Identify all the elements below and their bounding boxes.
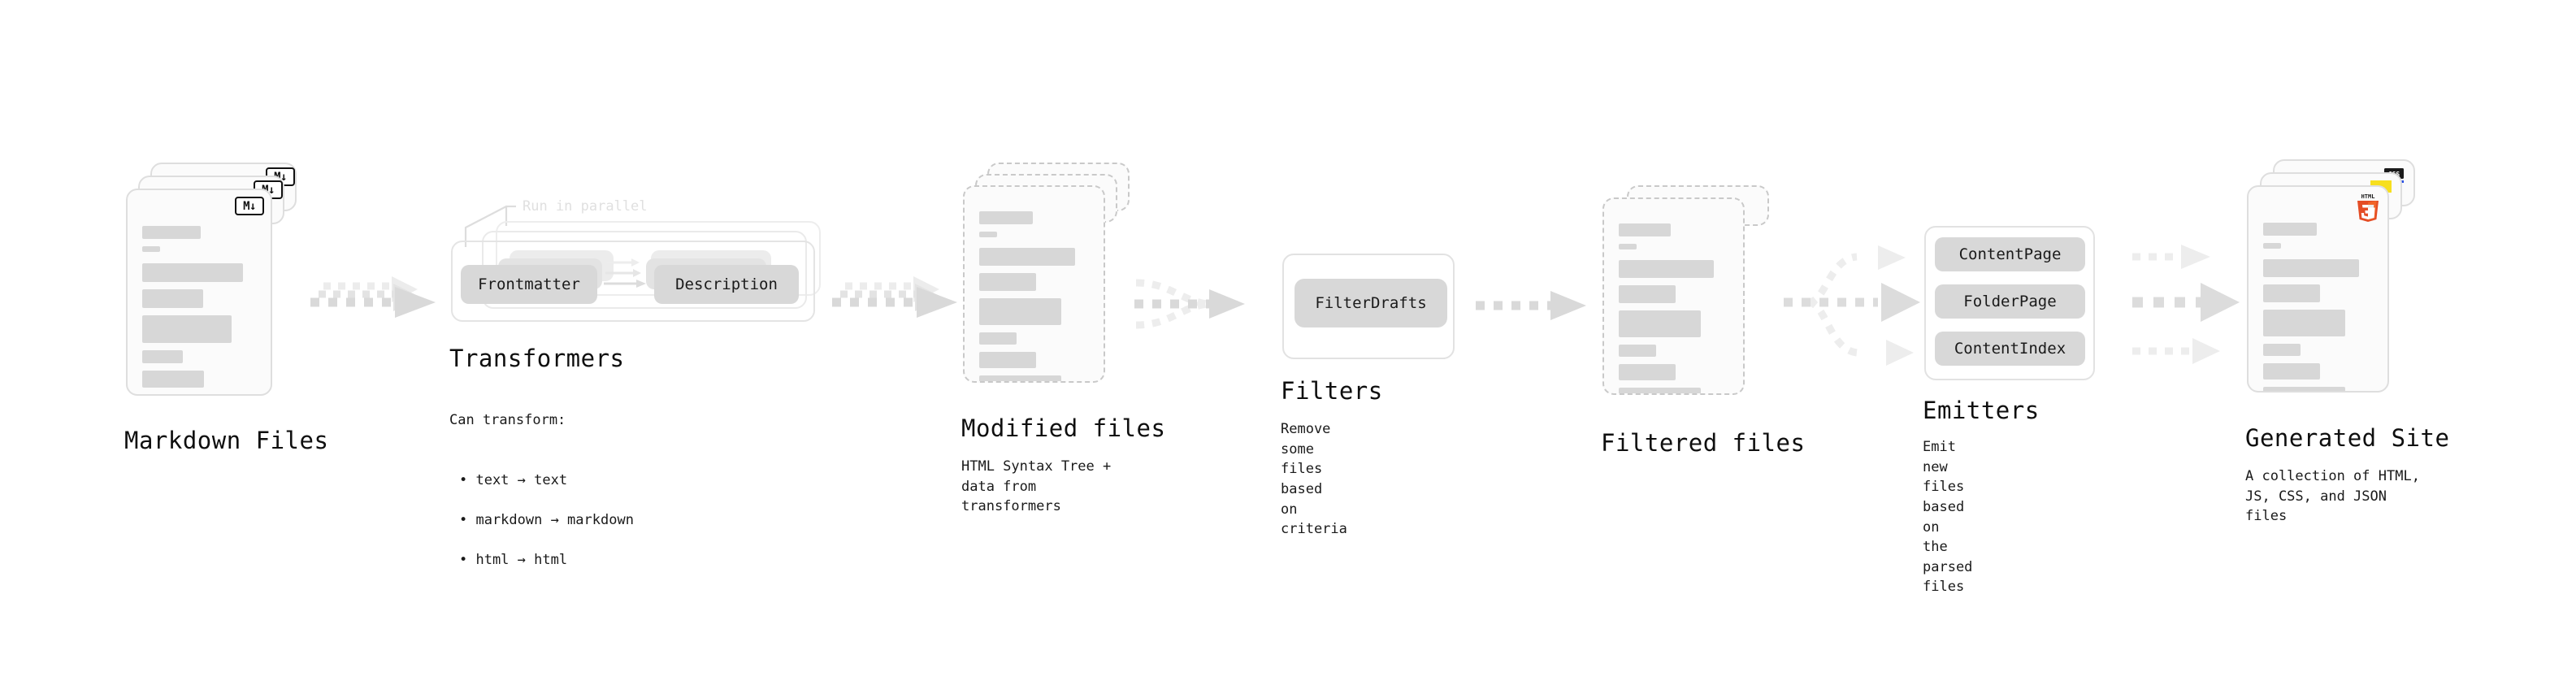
transformer-chip-description-label: Description — [675, 275, 778, 293]
doc-line — [2263, 259, 2359, 277]
doc-line — [2263, 387, 2345, 391]
stage-title-modified-files: Modified files — [961, 414, 1166, 442]
doc-line — [142, 315, 232, 343]
markdown-badge-front-glyph: M↓ — [243, 199, 256, 213]
transformer-inner-arrows-icon — [604, 258, 646, 288]
converging-dashed-arrow-icon — [1134, 279, 1245, 329]
transformers-caption-heading: Can transform: — [449, 411, 566, 428]
emitter-chip-contentpage[interactable]: ContentPage — [1935, 237, 2085, 271]
transformers-group-box — [451, 241, 815, 322]
run-in-parallel-label: Run in parallel — [523, 198, 648, 215]
connector-emitters-to-site — [2129, 229, 2283, 375]
filter-chip-filterdrafts-label: FilterDrafts — [1315, 294, 1427, 312]
modified-card-front — [963, 185, 1105, 383]
markdown-file-stack: M↓ M↓ M↓ — [126, 163, 297, 423]
emitter-chip-folderpage-label: FolderPage — [1963, 293, 2057, 310]
doc-line — [142, 246, 160, 252]
stage-title-generated-site: Generated Site — [2245, 424, 2450, 452]
stacked-dashed-arrow-icon — [310, 276, 436, 318]
generated-site-stack: CSS HTML — [2247, 159, 2426, 419]
markdown-badge-front: M↓ — [235, 197, 264, 215]
connector-filters-to-filtered — [1472, 289, 1602, 338]
doc-line — [979, 332, 1017, 345]
doc-line — [2263, 223, 2317, 236]
connector-transformers-to-modified — [829, 276, 967, 341]
doc-line — [2263, 344, 2301, 356]
stacked-dashed-arrow-icon — [832, 276, 957, 318]
modified-placeholder-lines — [979, 211, 1075, 381]
svg-text:HTML: HTML — [2361, 193, 2375, 200]
doc-line — [2263, 243, 2281, 249]
doc-line — [142, 350, 183, 363]
doc-line — [142, 371, 204, 388]
doc-line — [142, 226, 201, 239]
transformers-caption-item: • markdown → markdown — [459, 511, 634, 528]
emitter-chip-contentindex-label: ContentIndex — [1954, 340, 2066, 358]
stage-filtered-files: Filtered files — [1601, 185, 1805, 457]
filtered-placeholder-lines — [1619, 223, 1714, 393]
doc-line — [979, 352, 1036, 368]
site-placeholder-lines — [2263, 223, 2359, 391]
doc-line — [979, 248, 1075, 266]
emitter-chip-contentpage-label: ContentPage — [1958, 245, 2062, 263]
stage-caption-filters: Remove some files based on criteria — [1281, 421, 1347, 538]
filter-chip-filterdrafts[interactable]: FilterDrafts — [1295, 279, 1447, 327]
stage-title-filters: Filters — [1281, 377, 1383, 405]
doc-line — [1619, 223, 1671, 236]
transformers-caption-item: • text → text — [459, 471, 568, 488]
doc-line — [1619, 285, 1676, 303]
html5-badge-icon: HTML — [2357, 193, 2379, 222]
transformers-caption-item: • html → html — [459, 552, 568, 569]
stage-modified-files: Modified files HTML Syntax Tree + data f… — [961, 163, 1165, 514]
stage-generated-site: CSS HTML — [2245, 159, 2449, 524]
doc-line — [1619, 364, 1676, 380]
stage-caption-modified-files: HTML Syntax Tree + data from transformer… — [961, 458, 1112, 515]
stage-title-emitters: Emitters — [1923, 397, 2040, 424]
connector-filtered-to-emitters — [1776, 229, 1930, 375]
stage-caption-emitters: Emit new files based on the parsed files — [1923, 439, 1973, 596]
transformer-chip-frontmatter[interactable]: Frontmatter — [461, 265, 597, 304]
transformers-caption-list: • text → text • markdown → markdown • ht… — [449, 450, 634, 590]
doc-line — [1619, 244, 1637, 249]
transformer-chip-frontmatter-label: Frontmatter — [478, 275, 580, 293]
doc-line — [979, 298, 1061, 325]
doc-line — [2263, 310, 2345, 336]
emitter-chip-contentindex[interactable]: ContentIndex — [1935, 332, 2085, 366]
filtered-file-stack — [1602, 185, 1777, 429]
stage-title-transformers: Transformers — [449, 345, 625, 372]
doc-line — [1619, 388, 1701, 393]
run-in-parallel-bracket-icon — [464, 205, 516, 247]
doc-line — [979, 211, 1033, 224]
doc-line — [142, 289, 203, 308]
doc-line — [1619, 260, 1714, 278]
site-card-front: HTML — [2247, 185, 2389, 393]
emitter-chip-folderpage[interactable]: FolderPage — [1935, 284, 2085, 319]
stage-caption-transformers: Can transform: • text → text • markdown … — [449, 390, 634, 610]
doc-line — [1619, 310, 1701, 337]
doc-line — [979, 232, 997, 237]
doc-line — [2263, 284, 2320, 302]
connector-modified-to-filters — [1130, 268, 1276, 349]
stage-markdown-files: M↓ M↓ M↓ — [124, 163, 328, 454]
markdown-placeholder-lines — [142, 226, 243, 396]
doc-line — [979, 375, 1061, 381]
fanout-dashed-arrow-icon — [1784, 245, 1920, 366]
stage-title-markdown-files: Markdown Files — [124, 427, 329, 454]
doc-line — [979, 273, 1036, 291]
markdown-card-front: M↓ — [126, 189, 272, 396]
connector-md-to-transformers — [307, 276, 445, 341]
modified-file-stack — [963, 163, 1138, 423]
doc-line — [142, 395, 232, 396]
stage-title-filtered-files: Filtered files — [1601, 429, 1806, 457]
transformer-chip-description[interactable]: Description — [654, 265, 799, 304]
doc-line — [2263, 363, 2320, 380]
filtered-card-front — [1602, 197, 1745, 395]
triple-dashed-arrow-icon — [2132, 245, 2240, 364]
doc-line — [142, 263, 243, 282]
single-dashed-arrow-icon — [1476, 291, 1586, 320]
stage-caption-generated-site: A collection of HTML, JS, CSS, and JSON … — [2245, 468, 2420, 525]
doc-line — [1619, 345, 1656, 357]
